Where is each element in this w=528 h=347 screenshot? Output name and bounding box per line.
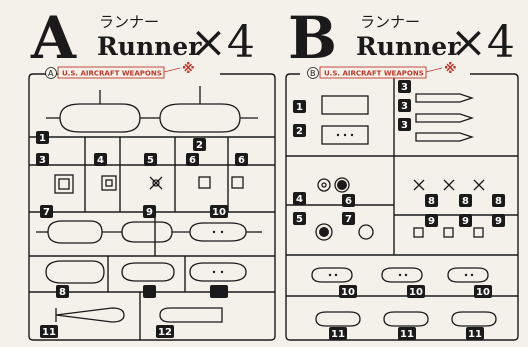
part-number-badge: 8 xyxy=(462,196,469,207)
part-number-badge: 8 xyxy=(428,196,435,207)
runner-a-dots xyxy=(212,230,224,274)
part-number-badge: 11 xyxy=(468,329,482,340)
runner-b-mark: ※ xyxy=(444,62,457,77)
runner-a-parts xyxy=(36,86,262,323)
part-number-badge: 5 xyxy=(147,155,154,166)
part-number-badge: 11 xyxy=(331,329,345,340)
part-number-badge: 7 xyxy=(43,207,50,218)
runner-a-label-tab: A U.S. AIRCRAFT WEAPONS ※ xyxy=(45,62,195,79)
runner-a-mark: ※ xyxy=(182,62,195,77)
part-number-badge: 10 xyxy=(341,287,355,298)
runner-b-kana: ランナー xyxy=(360,13,420,31)
part-number-badge: 7 xyxy=(345,214,352,225)
runner-b-letter: B xyxy=(288,4,337,72)
runner-b-count: ×4 xyxy=(450,17,515,68)
part-number-badge: 3 xyxy=(39,155,46,166)
part-number-badge: 8 xyxy=(59,287,66,298)
part-number-badge: 10 xyxy=(212,207,226,218)
part-number-badge: 1 xyxy=(39,133,46,144)
part-number-badge: 6 xyxy=(189,155,196,166)
runner-a-letter: A xyxy=(30,4,77,72)
part-number-badge: 9 xyxy=(428,216,435,227)
part-number-badge: 10 xyxy=(476,287,490,298)
runner-a-count: ×4 xyxy=(190,17,255,68)
part-number-badge: 5 xyxy=(296,214,303,225)
runner-a-weapons-label: U.S. AIRCRAFT WEAPONS xyxy=(62,70,162,78)
part-number-badge: 11 xyxy=(400,329,414,340)
runner-a-circle-letter: A xyxy=(48,69,54,78)
part-number-badge: 9 xyxy=(495,216,502,227)
runner-b-circle-letter: B xyxy=(310,69,316,78)
part-number-badge: 6 xyxy=(345,196,352,207)
runner-b-weapons-label: U.S. AIRCRAFT WEAPONS xyxy=(324,70,424,78)
part-number-badge: 4 xyxy=(97,155,104,166)
part-number-badge: 9 xyxy=(462,216,469,227)
part-number-badge: 8 xyxy=(495,196,502,207)
part-number-badge: 2 xyxy=(196,140,203,151)
runner-b-dots xyxy=(319,133,474,277)
part-number-badge: 9 xyxy=(146,207,153,218)
part-number-badge: 12 xyxy=(158,327,172,338)
runner-a-extra-badges xyxy=(143,285,228,298)
runner-b-parts xyxy=(311,93,497,327)
runner-b-part-badges: 1 2 3 3 3 4 6 5 7 8 8 8 9 9 9 10 10 10 1… xyxy=(293,80,505,340)
part-number-badge: 4 xyxy=(296,194,303,205)
runner-a-kana: ランナー xyxy=(99,13,159,31)
part-number-badge: 6 xyxy=(238,155,245,166)
part-number-badge: 3 xyxy=(401,101,408,112)
runner-a-word: Runner xyxy=(97,32,202,61)
runner-a-part-badges: 1 2 3 4 5 6 6 7 8 9 10 11 12 xyxy=(36,131,248,338)
part-number-badge: 2 xyxy=(296,126,303,137)
part-number-badge: 1 xyxy=(296,102,303,113)
part-number-badge: 11 xyxy=(42,327,56,338)
runner-b-label-tab: B U.S. AIRCRAFT WEAPONS ※ xyxy=(307,62,457,79)
part-number-badge: 10 xyxy=(409,287,423,298)
part-number-badge: 3 xyxy=(401,82,408,93)
runner-b-word: Runner xyxy=(356,32,461,61)
part-number-badge: 3 xyxy=(401,120,408,131)
